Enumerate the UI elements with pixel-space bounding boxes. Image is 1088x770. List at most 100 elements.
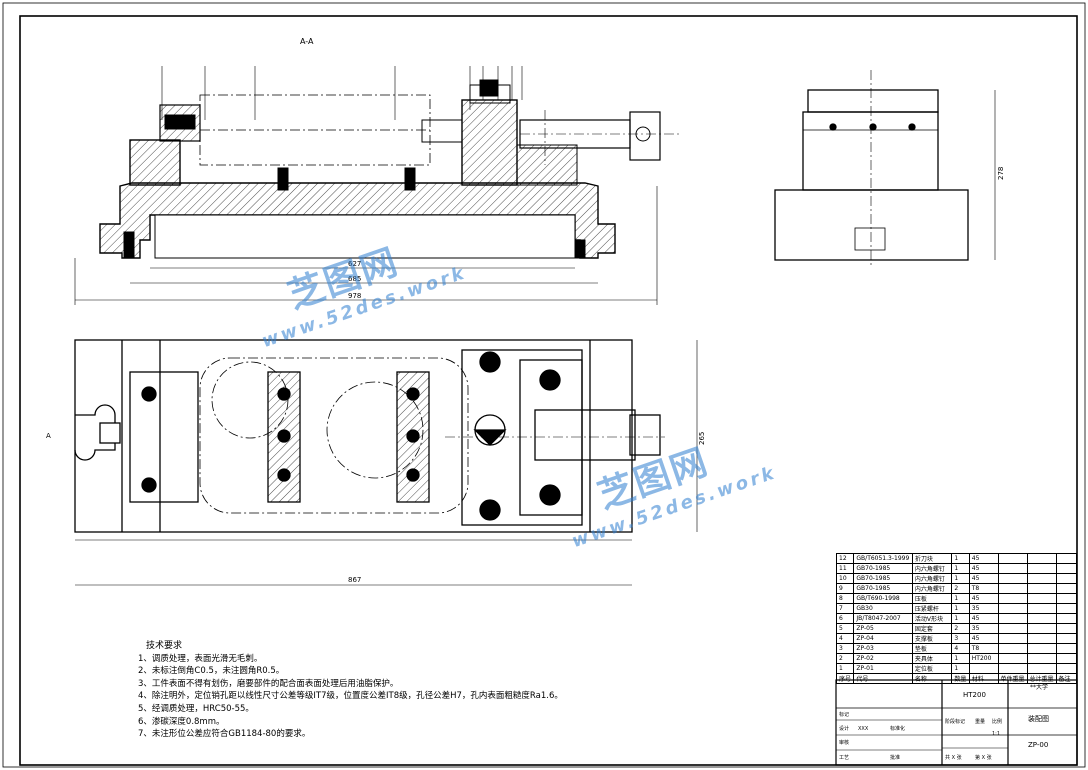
bom-cell-unit_weight — [997, 603, 1028, 614]
bom-cell-remark — [1055, 633, 1078, 644]
bom-cell-remark — [1055, 583, 1078, 594]
bom-header-unit_weight: 单件重量 — [997, 673, 1028, 684]
bom-cell-unit_weight — [997, 623, 1028, 634]
section-marker-a: A — [46, 432, 51, 440]
bom-cell-no: 3 — [835, 643, 855, 654]
bom-cell-qty: 1 — [951, 603, 970, 614]
bom-cell-remark — [1055, 643, 1078, 654]
dimension-278: 278 — [997, 167, 1005, 180]
bom-cell-no: 7 — [835, 603, 855, 614]
bom-cell-no: 5 — [835, 623, 855, 634]
bom-cell-remark — [1055, 623, 1078, 634]
title-block-review-label: 审核 — [839, 740, 850, 746]
bom-cell-material: 35 — [968, 603, 999, 614]
bom-cell-material: T8 — [968, 583, 999, 594]
bom-cell-code: ZP-03 — [853, 643, 913, 654]
bom-cell-material: 45 — [968, 563, 999, 574]
title-block-weight-label: 重量 — [975, 719, 986, 725]
bom-cell-name: 内六角螺钉 — [911, 563, 953, 574]
bom-cell-material: 45 — [968, 573, 999, 584]
bom-header-no: 序号 — [835, 673, 855, 684]
bom-cell-name: 压紧螺杆 — [911, 603, 953, 614]
locating-plate — [129, 371, 199, 503]
title-block-material: HT200 — [963, 691, 986, 699]
bom-cell-qty: 1 — [951, 663, 970, 674]
bom-cell-code: ZP-01 — [853, 663, 913, 674]
front-section-view — [74, 66, 680, 305]
bom-cell-material: T8 — [968, 643, 999, 654]
bom-cell-no: 1 — [835, 663, 855, 674]
title-block-sheet: 第 X 张 — [975, 755, 992, 761]
clamp-block — [461, 99, 518, 186]
title-block-scale-label: 比例 — [992, 719, 1003, 725]
bom-header-remark: 备注 — [1055, 673, 1078, 684]
bom-cell-no: 2 — [835, 653, 855, 664]
bom-cell-qty: 3 — [951, 633, 970, 644]
bom-cell-material: 45 — [968, 593, 999, 604]
title-block-scale: 1:1 — [992, 731, 1001, 737]
bom-cell-name: 内六角螺钉 — [911, 573, 953, 584]
bom-cell-name: 内六角螺钉 — [911, 583, 953, 594]
title-block-mark-label: 标记 — [839, 712, 850, 718]
bom-cell-qty: 2 — [951, 583, 970, 594]
bom-cell-code: GB/T690-1998 — [853, 593, 913, 604]
bom-cell-remark — [1055, 663, 1078, 674]
note-item: 3、工件表面不得有划伤，磨要部件的配合面表面处理后用油脂保护。 — [138, 678, 399, 689]
bom-cell-unit_weight — [997, 553, 1028, 564]
title-block-drawing-name: 装配图 — [1028, 715, 1049, 723]
bom-cell-unit_weight — [997, 663, 1028, 674]
bom-cell-code: GB70-1985 — [853, 583, 913, 594]
title-block-designer: XXX — [858, 726, 869, 732]
bom-cell-unit_weight — [997, 653, 1028, 664]
dimension-265: 265 — [698, 432, 706, 445]
note-item: 5、经调质处理，HRC50-55。 — [138, 703, 254, 714]
bom-cell-name: 活动V形块 — [911, 613, 953, 624]
bom-cell-name: 夹具体 — [911, 653, 953, 664]
bom-cell-code: JB/T8047-2007 — [853, 613, 913, 624]
bom-cell-no: 6 — [835, 613, 855, 624]
title-block-sheets: 共 X 张 — [945, 755, 962, 761]
bom-header-qty: 数量 — [951, 673, 970, 684]
bom-cell-remark — [1055, 593, 1078, 604]
notes-title: 技术要求 — [146, 641, 183, 651]
bom-cell-name: 压板 — [911, 593, 953, 604]
bom-cell-total_weight — [1026, 553, 1057, 564]
note-item: 6、渗碳深度0.8mm。 — [138, 716, 225, 727]
bom-cell-total_weight — [1026, 563, 1057, 574]
bom-cell-name: 固定套 — [911, 623, 953, 634]
bom-cell-qty: 1 — [951, 613, 970, 624]
dimension-978: 978 — [348, 292, 361, 300]
bom-cell-material — [968, 663, 999, 674]
dimension-867: 867 — [348, 576, 361, 584]
bom-cell-qty: 1 — [951, 573, 970, 584]
bom-header-row: 序号代号名称数量材料单件重量总计重量备注 — [835, 673, 1078, 684]
note-item: 4、除注明外，定位销孔距以线性尺寸公差等级IT7级，位置度公差IT8级，孔径公差… — [138, 691, 563, 702]
bom-cell-qty: 4 — [951, 643, 970, 654]
side-view — [774, 70, 996, 265]
bom-cell-code: ZP-02 — [853, 653, 913, 664]
title-block-design-label: 设计 — [839, 726, 850, 732]
title-block-std-label: 标准化 — [890, 726, 906, 732]
bom-header-total_weight: 总计重量 — [1026, 673, 1057, 684]
base-cavity — [154, 214, 576, 259]
bom-cell-unit_weight — [997, 633, 1028, 644]
base-plate-outline — [74, 339, 633, 533]
bom-cell-code: GB70-1985 — [853, 563, 913, 574]
technical-notes: 技术要求 1、调质处理，表面光滑无毛刺。 2、未标注倒角C0.5，未注圆角R0.… — [138, 640, 563, 741]
bom-cell-no: 12 — [835, 553, 855, 564]
bom-cell-material: 45 — [968, 553, 999, 564]
bom-header-material: 材料 — [968, 673, 999, 684]
bom-cell-qty: 1 — [951, 593, 970, 604]
bom-cell-code: ZP-04 — [853, 633, 913, 644]
bom-cell-remark — [1055, 563, 1078, 574]
bom-cell-total_weight — [1026, 573, 1057, 584]
bom-cell-no: 4 — [835, 633, 855, 644]
